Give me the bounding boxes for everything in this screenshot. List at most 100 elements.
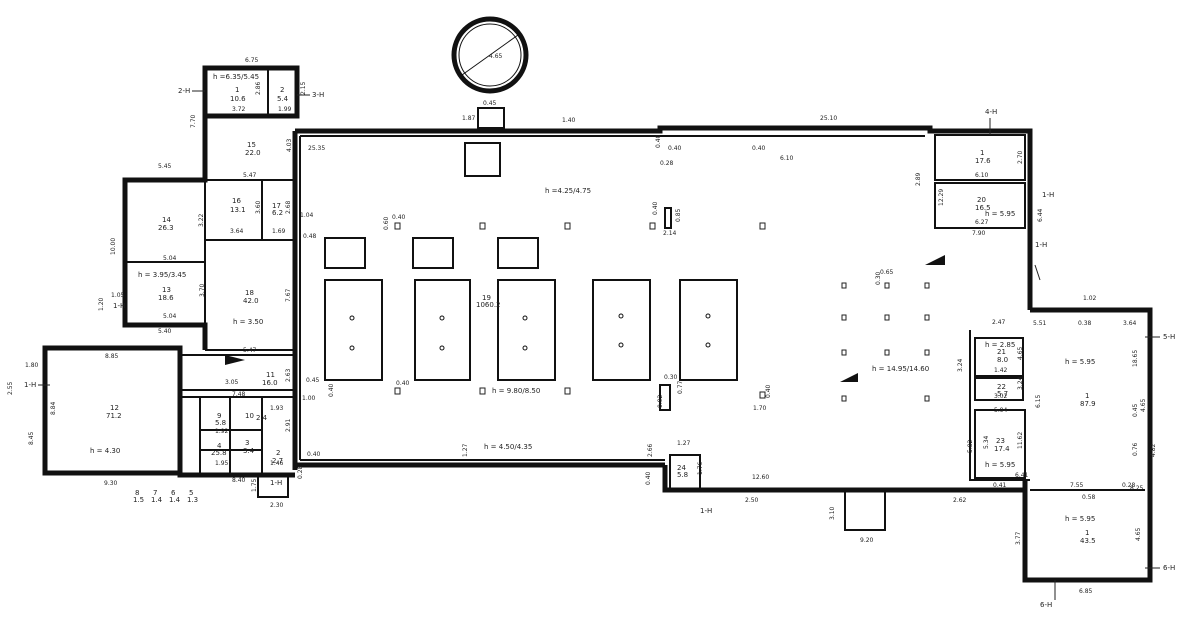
svg-text:1-Н: 1-Н: [270, 479, 282, 487]
svg-text:1.75: 1.75: [251, 478, 258, 492]
room-17-number: 17: [272, 202, 281, 210]
svg-text:0.40: 0.40: [752, 145, 766, 152]
room-14-number: 14: [162, 216, 171, 224]
svg-text:2-Н: 2-Н: [178, 87, 190, 95]
svg-text:0.40: 0.40: [328, 383, 335, 397]
room-15-area: 22.0: [245, 149, 261, 157]
svg-text:h = 5.95: h = 5.95: [1065, 515, 1095, 523]
svg-text:h = 14.95/14.60: h = 14.95/14.60: [872, 365, 929, 373]
room-23-number: 23: [996, 437, 1005, 445]
svg-text:0.30: 0.30: [875, 271, 882, 285]
svg-text:3.24: 3.24: [957, 358, 964, 372]
svg-text:8.84: 8.84: [50, 401, 57, 415]
svg-text:6.10: 6.10: [780, 155, 794, 162]
svg-text:3.05: 3.05: [225, 379, 239, 386]
svg-text:6-Н: 6-Н: [1040, 601, 1052, 609]
main-hall-walls: [292, 125, 1033, 493]
svg-text:h = 5.95: h = 5.95: [1065, 358, 1095, 366]
svg-text:11.62: 11.62: [1017, 432, 1024, 449]
room-1-number: 1: [235, 86, 239, 94]
room-21-number: 21: [997, 348, 1006, 356]
room-1c-number: 1: [1085, 392, 1089, 400]
room-3-number: 3: [245, 439, 249, 447]
svg-text:9.30: 9.30: [104, 480, 118, 487]
svg-text:5.40: 5.40: [158, 328, 172, 335]
svg-text:2.86: 2.86: [255, 81, 262, 95]
svg-text:1.4: 1.4: [169, 496, 181, 504]
room-24-area: 5.8: [677, 471, 688, 479]
svg-text:0.40: 0.40: [652, 201, 659, 215]
room-3-area: 3.4: [243, 447, 255, 455]
svg-text:4-Н: 4-Н: [985, 108, 997, 116]
room-17-area: 6.2: [272, 209, 283, 217]
svg-text:6.85: 6.85: [1079, 588, 1093, 595]
svg-text:12.29: 12.29: [938, 189, 945, 206]
room-12-area: 71.2: [106, 412, 122, 420]
svg-text:7.90: 7.90: [972, 230, 986, 237]
svg-text:6.10: 6.10: [975, 172, 989, 179]
svg-text:12.60: 12.60: [752, 474, 769, 481]
svg-text:h = 2.85: h = 2.85: [985, 341, 1015, 349]
svg-text:0.45: 0.45: [306, 377, 320, 384]
svg-text:1.4: 1.4: [151, 496, 163, 504]
svg-text:1.69: 1.69: [272, 228, 286, 235]
svg-text:9.20: 9.20: [860, 537, 874, 544]
svg-text:2.47: 2.47: [992, 319, 1006, 326]
room-20-number: 20: [977, 196, 986, 204]
svg-text:8.85: 8.85: [105, 353, 119, 360]
svg-text:3.64: 3.64: [1123, 320, 1137, 327]
svg-text:7.70: 7.70: [190, 114, 197, 128]
room-12-number: 12: [110, 404, 119, 412]
svg-text:2.14: 2.14: [663, 230, 677, 237]
svg-text:1.46: 1.46: [270, 460, 284, 467]
room-labels: 1 10.6 2 5.4 15 22.0 16 13.1 17 6.2 14 2…: [106, 86, 1096, 545]
svg-text:1.42: 1.42: [994, 367, 1008, 374]
svg-text:1-Н: 1-Н: [700, 507, 712, 515]
svg-text:2.62: 2.62: [953, 497, 967, 504]
svg-text:8.45: 8.45: [28, 431, 35, 445]
room-1c-area: 87.9: [1080, 400, 1096, 408]
svg-text:5.94: 5.94: [994, 407, 1008, 414]
svg-text:1.93: 1.93: [270, 405, 284, 412]
svg-text:1-Н: 1-Н: [24, 381, 36, 389]
svg-text:h = 9.80/8.50: h = 9.80/8.50: [492, 387, 540, 395]
svg-text:0.65: 0.65: [880, 269, 894, 276]
svg-text:5.82: 5.82: [967, 439, 974, 453]
svg-text:0.41: 0.41: [993, 482, 1007, 489]
room-21-area: 8.0: [997, 356, 1008, 364]
svg-text:3.77: 3.77: [1015, 531, 1022, 545]
svg-text:6.75: 6.75: [245, 57, 259, 64]
svg-text:5-Н: 5-Н: [1163, 333, 1175, 341]
dimensions: 6.75 3.72 1.99 2.86 2.15 7.70 5.45 5.47 …: [7, 57, 1157, 595]
svg-text:h = 4.30: h = 4.30: [90, 447, 120, 455]
svg-text:6: 6: [171, 489, 176, 497]
svg-text:4.65: 4.65: [1140, 398, 1147, 412]
svg-text:6.41: 6.41: [1015, 472, 1029, 479]
svg-text:3.24: 3.24: [1017, 376, 1024, 390]
svg-text:0.76: 0.76: [1132, 442, 1139, 456]
room-22-number: 22: [997, 383, 1006, 391]
svg-text:1.80: 1.80: [25, 362, 39, 369]
room-2-number: 2: [280, 86, 284, 94]
svg-text:2.89: 2.89: [915, 172, 922, 186]
svg-text:7.67: 7.67: [285, 288, 292, 302]
svg-text:0.40: 0.40: [396, 380, 410, 387]
svg-text:0.28: 0.28: [297, 465, 304, 479]
room-1-area: 10.6: [230, 95, 246, 103]
svg-text:1.05: 1.05: [111, 292, 125, 299]
room-18-number: 18: [245, 289, 254, 297]
room-19-number: 19: [482, 294, 491, 302]
room-1d-area: 43.5: [1080, 537, 1096, 545]
svg-text:18.65: 18.65: [1132, 350, 1139, 367]
svg-text:5.45: 5.45: [158, 163, 172, 170]
svg-text:3.72: 3.72: [232, 106, 246, 113]
room-2b-area: 2.7: [272, 457, 283, 465]
svg-text:0.38: 0.38: [1078, 320, 1092, 327]
svg-text:5.47: 5.47: [243, 172, 257, 179]
room-23-area: 17.4: [994, 445, 1010, 453]
svg-text:0.85: 0.85: [675, 208, 682, 222]
svg-text:1-Н: 1-Н: [1035, 241, 1047, 249]
room-24-number: 24: [677, 464, 686, 472]
svg-text:0.40: 0.40: [668, 145, 682, 152]
room-1b-area: 17.6: [975, 157, 991, 165]
